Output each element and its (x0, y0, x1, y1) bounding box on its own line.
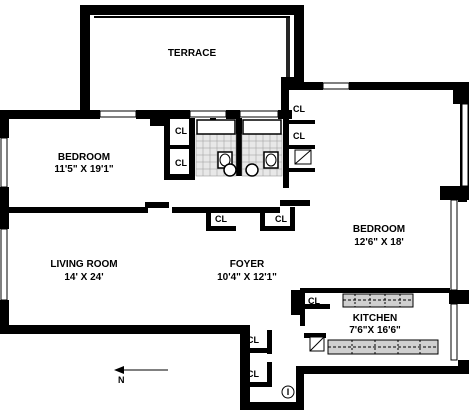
closet-label: CL (247, 369, 259, 379)
closet-label: CL (247, 335, 259, 345)
foyer-dims: 10'4" X 12'1" (217, 272, 277, 283)
bedroom-left-dims: 11'5" X 19'1" (54, 164, 114, 175)
windows (0, 82, 469, 361)
living-room-label: LIVING ROOM (50, 259, 117, 270)
closet-label: CL (308, 296, 320, 306)
kitchen-counters (309, 293, 439, 355)
closet-label: CL (175, 158, 187, 168)
outer-walls (0, 82, 469, 410)
closet-label: CL (293, 104, 305, 114)
bedroom-left-label: BEDROOM (58, 152, 110, 163)
closet-label: CL (275, 214, 287, 224)
terrace-label: TERRACE (168, 48, 217, 59)
north-label: N (118, 375, 125, 385)
bedroom-right-label: BEDROOM (353, 224, 405, 235)
kitchen-dims: 7'6"X 16'6" (349, 325, 401, 336)
bedroom-right-dims: 12'6" X 18' (354, 237, 404, 248)
living-room-dims: 14' X 24' (64, 272, 103, 283)
closet-label: CL (215, 214, 227, 224)
foyer-label: FOYER (230, 259, 265, 270)
north-arrow: N (114, 366, 168, 385)
entry-marker: I (281, 385, 295, 399)
closet-label: CL (175, 126, 187, 136)
kitchen-label: KITCHEN (353, 313, 397, 324)
entry-marker-label: I (287, 387, 290, 397)
closet-label: CL (293, 131, 305, 141)
bathtub (196, 119, 282, 135)
bathroom-fixtures (217, 151, 279, 177)
appliance (294, 149, 312, 165)
